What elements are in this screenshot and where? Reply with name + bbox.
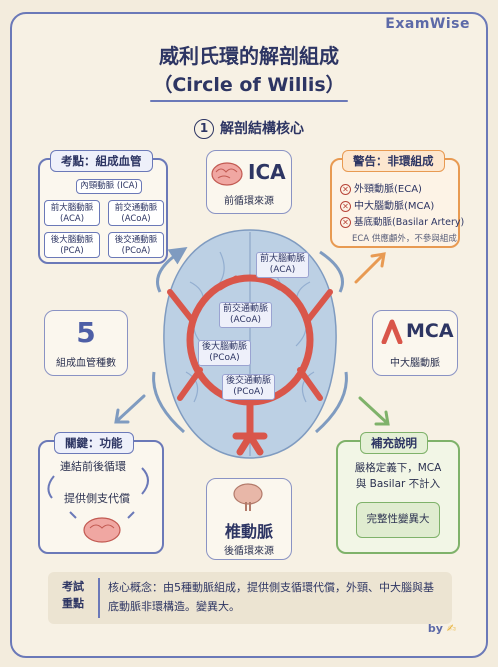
supplement-line-2: 與 Basilar 不計入 xyxy=(355,478,441,490)
brain-stem-icon xyxy=(233,483,263,511)
brand-logo: ExamWise xyxy=(385,16,470,32)
count-label: 組成血管種數 xyxy=(56,358,116,369)
mca-card xyxy=(372,310,458,376)
warning-note: ECA 供應顱外，不參與組成 xyxy=(352,234,457,244)
pcoa-mini-box: 後交通動脈 (PCoA) xyxy=(108,232,164,258)
aca-mini-box: 前大腦動脈 (ACA) xyxy=(44,200,100,226)
exam-key-label: 考試 重點 xyxy=(62,580,84,610)
warning-arrow xyxy=(354,252,386,284)
warning-item-eca: ✕外頸動脈(ECA) xyxy=(340,180,422,195)
supplement-line-1: 嚴格定義下，MCA xyxy=(354,462,442,474)
author-credit: by ✍ xyxy=(427,622,456,635)
supplement-box: 完整性變異大 xyxy=(356,502,440,538)
exam-key-text: 核心概念：由5種動脈組成，提供側支循環代償，外頸、中大腦與基底動脈非環構造。變異… xyxy=(108,581,434,613)
label-pcoa: 後交通動脈 (PCoA) xyxy=(222,374,276,400)
vertebral-title: 椎動脈 xyxy=(224,522,273,541)
supplement-tag: 補充說明 xyxy=(360,432,428,454)
section-label: 解剖結構核心 xyxy=(220,121,304,137)
function-tag: 關鍵：功能 xyxy=(54,432,134,454)
exam-key-bar xyxy=(48,572,452,624)
function-cycle-icon xyxy=(47,467,149,543)
warning-tag: 警告：非環組成 xyxy=(342,150,445,172)
function-line-2: 提供側支代償 xyxy=(64,492,130,505)
composition-tag: 考點：組成血管 xyxy=(50,150,153,172)
page-subtitle: （Circle of Willis） xyxy=(153,74,345,96)
ica-card xyxy=(206,150,292,214)
supplement-arrow xyxy=(358,396,390,426)
label-aca: 前大腦動脈 (ACA) xyxy=(256,252,310,278)
mca-title: MCA xyxy=(406,320,454,342)
cross-icon: ✕ xyxy=(340,217,351,228)
exam-key-divider xyxy=(98,578,100,618)
acoa-mini-box: 前交通動脈 (ACoA) xyxy=(108,200,164,226)
label-pca: 後大腦動脈 (PCoA) xyxy=(198,340,252,366)
warning-item-mca: ✕中大腦動脈(MCA) xyxy=(340,197,434,212)
title-underline xyxy=(150,100,348,102)
function-line-1: 連結前後循環 xyxy=(60,460,126,473)
label-acoa: 前交通動脈 (ACoA) xyxy=(219,302,273,328)
ica-mini-box: 內頸動脈 (ICA) xyxy=(76,179,142,194)
hand-icon: ✍ xyxy=(446,622,456,635)
cross-icon: ✕ xyxy=(340,201,351,212)
pca-mini-box: 後大腦動脈 (PCA) xyxy=(44,232,100,258)
count-card xyxy=(44,310,128,376)
ica-title: ICA xyxy=(248,160,286,184)
section-heading: 1 解剖結構核心 xyxy=(0,118,498,139)
ica-subtitle: 前循環來源 xyxy=(224,196,274,207)
flow-arrows xyxy=(152,247,348,434)
count-number: 5 xyxy=(76,316,96,349)
function-arrow xyxy=(114,394,146,424)
brain-icon xyxy=(211,162,243,186)
vertebral-subtitle: 後循環來源 xyxy=(224,546,274,557)
artery-icon xyxy=(381,319,403,344)
warning-item-basilar: ✕基底動脈(Basilar Artery) xyxy=(340,214,464,228)
section-number: 1 xyxy=(194,119,214,139)
mca-subtitle: 中大腦動脈 xyxy=(390,358,440,369)
cross-icon: ✕ xyxy=(340,184,351,195)
page-title: 威利氏環的解剖組成 xyxy=(159,44,339,68)
